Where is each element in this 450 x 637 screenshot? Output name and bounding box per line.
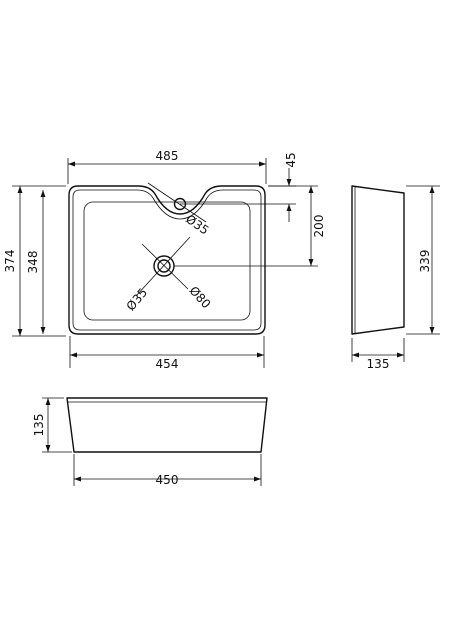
- dim-front-width-label: 450: [156, 473, 179, 487]
- waste-hole: [157, 259, 171, 273]
- front-view: 135 450: [32, 397, 268, 487]
- dim-front-height-label: 135: [32, 414, 46, 437]
- basin-outer-outline: [68, 185, 266, 335]
- dim-side-depth-label: 135: [367, 357, 390, 371]
- waste-leader-2: [141, 243, 189, 290]
- basin-rim-outline: [72, 189, 262, 331]
- tap-hole-diameter-label: Ø35: [183, 212, 211, 238]
- waste-diameter-label: Ø35: [124, 285, 151, 313]
- waste-leader: [135, 236, 191, 297]
- side-view: 339 135: [351, 185, 440, 371]
- dim-width-inner-label: 454: [156, 357, 179, 371]
- side-profile: [351, 185, 405, 335]
- dim-tap-label: 45: [284, 152, 298, 167]
- front-profile: [66, 397, 268, 453]
- dim-height-inner-label: 348: [26, 251, 40, 274]
- dim-height-outer-label: 374: [3, 250, 17, 273]
- dim-width-outer-label: 485: [156, 149, 179, 163]
- dim-side-height-label: 339: [418, 250, 432, 273]
- basin-bowl: [83, 201, 251, 321]
- tap-hole-leader: [147, 182, 207, 223]
- top-view: 485 454 374 348 45 200 Ø35 Ø35 Ø80: [3, 149, 326, 371]
- waste-flange-diameter-label: Ø80: [187, 283, 214, 311]
- dim-waste-label: 200: [312, 215, 326, 238]
